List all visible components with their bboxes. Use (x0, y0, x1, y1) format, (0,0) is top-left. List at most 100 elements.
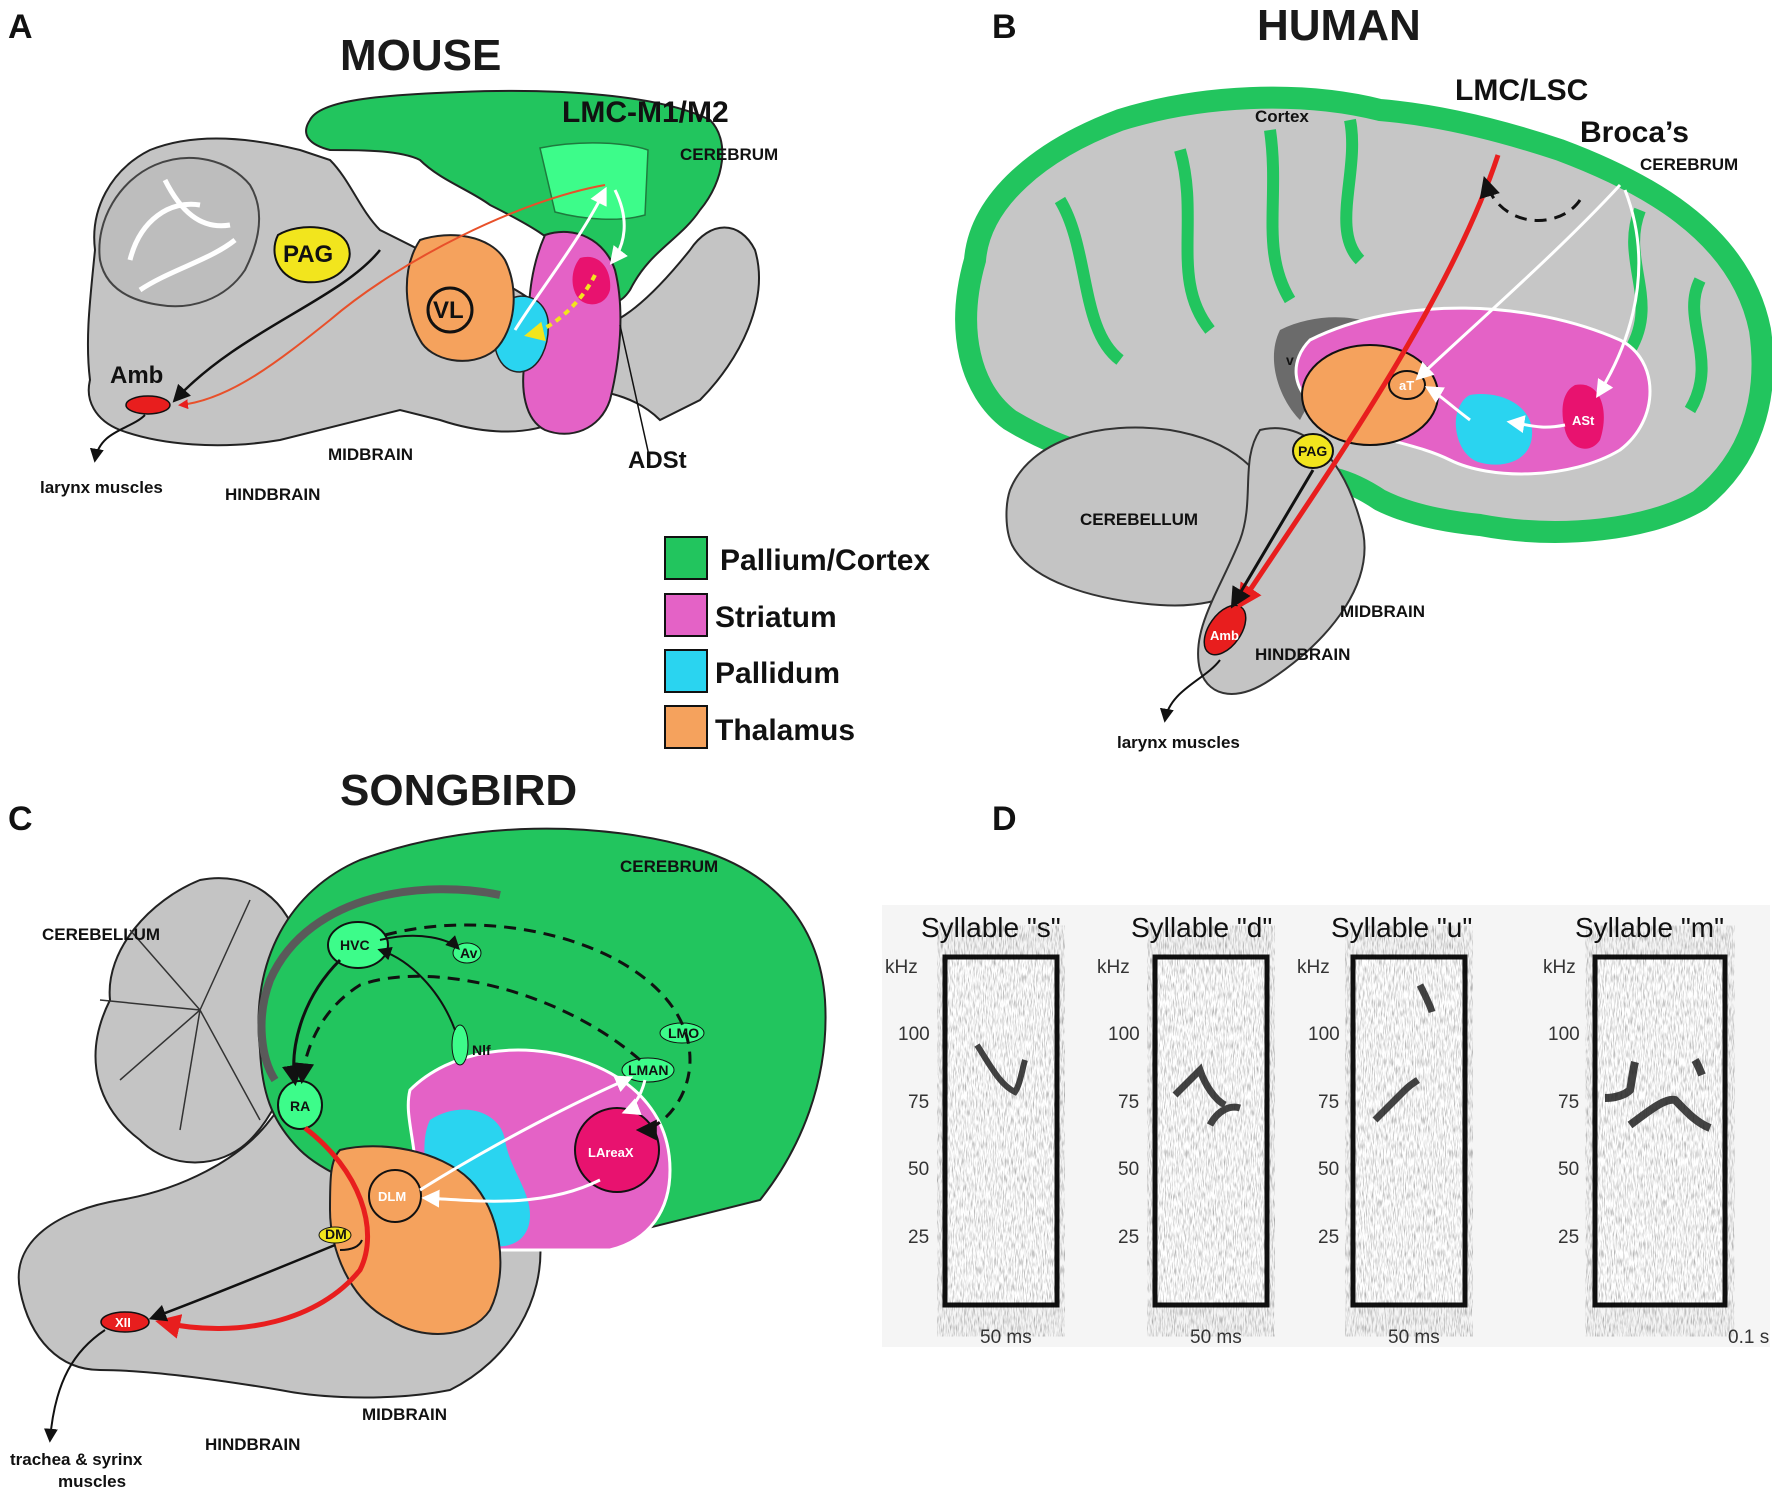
human-at-label: aT (1399, 378, 1414, 393)
spectrogram-d-syllable (1172, 1063, 1242, 1127)
human-midbrain-label: MIDBRAIN (1340, 602, 1425, 621)
legend-swatch-pallium (664, 536, 708, 580)
panel-d: D Syllable "s" kHz 100 75 50 25 50 ms Sy… (882, 800, 1770, 1348)
legend-swatch-thalamus (664, 705, 708, 749)
mouse-vl-nucleus (426, 286, 474, 334)
human-pallidum-to-at-path (1424, 386, 1471, 422)
human-broca-lmc-dashed-path (1479, 175, 1582, 222)
panel-letter-a: A (8, 8, 33, 46)
panel-b: B HUMAN v ASt aT PAG Amb (955, 1, 1772, 752)
bird-trachea-label-line1: trachea & syrinx (10, 1450, 143, 1469)
human-cortical-folds (1054, 118, 1708, 414)
panel-b-title: HUMAN (1257, 1, 1421, 50)
legend: Pallium/Cortex Striatum Pallidum Thalamu… (664, 536, 930, 749)
bird-xii-label: XII (115, 1315, 131, 1330)
bird-dlm-nucleus (368, 1169, 422, 1223)
spectrogram-m-syllable (1604, 1057, 1712, 1132)
mouse-hindbrain-label: HINDBRAIN (225, 485, 320, 504)
panel-c-title: SONGBIRD (340, 766, 577, 815)
spectrogram-u: Syllable "u" kHz 100 75 50 25 50 ms (1297, 912, 1472, 1348)
mouse-vl-label: VL (433, 297, 464, 324)
mouse-amb-nucleus (125, 395, 171, 415)
legend-swatch-striatum (664, 593, 708, 637)
mouse-pag-label: PAG (283, 241, 333, 268)
spectrogram-u-tick-75: 75 (1318, 1092, 1339, 1113)
human-broca-to-at-path (1415, 183, 1622, 381)
mouse-lmc-label: LMC-M1/M2 (562, 96, 729, 129)
human-cerebrum-label: CEREBRUM (1640, 155, 1738, 174)
spectrogram-s-title: Syllable "s" (921, 912, 1061, 943)
spectrogram-d-scale: 50 ms (1190, 1327, 1242, 1348)
mouse-amb-label: Amb (110, 362, 163, 389)
spectrogram-u-tick-25: 25 (1318, 1227, 1339, 1248)
spectrogram-s-unit: kHz (885, 957, 918, 978)
spectrogram-s: Syllable "s" kHz 100 75 50 25 50 ms (885, 912, 1061, 1348)
legend-label-pallium: Pallium/Cortex (720, 544, 930, 577)
bird-cerebrum-label: CEREBRUM (620, 857, 718, 876)
human-hindbrain-label: HINDBRAIN (1255, 645, 1350, 664)
bird-av-nucleus (452, 942, 482, 964)
bird-lman-label: LMAN (628, 1062, 668, 1078)
bird-dm-nucleus (318, 1226, 352, 1244)
mouse-cerebrum-label: CEREBRUM (680, 145, 778, 164)
human-pag-to-amb-path (1230, 469, 1315, 609)
spectrogram-m-tick-25: 25 (1558, 1227, 1579, 1248)
bird-ra-label: RA (290, 1098, 310, 1114)
spectrogram-d-noise (1158, 960, 1264, 1302)
panel-letter-d: D (992, 800, 1017, 838)
bird-dlm-to-lman-path (419, 1075, 634, 1192)
human-ast-label: ASt (1572, 413, 1595, 428)
bird-hvc-label: HVC (340, 937, 370, 953)
spectrogram-s-tick-50: 50 (908, 1159, 929, 1180)
human-broca-label: Broca’s (1580, 116, 1689, 149)
spectrogram-s-tick-25: 25 (908, 1227, 929, 1248)
human-ast-to-pallidum-path (1506, 415, 1566, 434)
mouse-adst-label: ADSt (628, 447, 687, 474)
spectrogram-s-scale: 50 ms (980, 1327, 1032, 1348)
mouse-adst (572, 256, 611, 305)
human-cortex-label: Cortex (1255, 107, 1309, 126)
bird-cerebellum-folia (99, 899, 261, 1131)
bird-ra-to-xii-path (155, 1126, 370, 1339)
bird-lamina (257, 885, 501, 1083)
spectrogram-m-title: Syllable "m" (1575, 912, 1724, 943)
bird-nif-nucleus (451, 1024, 469, 1066)
spectrogram-m-tick-100: 100 (1548, 1024, 1580, 1045)
human-ast (1562, 384, 1604, 449)
spectrogram-s-syllable (974, 1043, 1028, 1096)
spectrogram-u-scale: 50 ms (1388, 1327, 1440, 1348)
bird-xii-nucleus (100, 1311, 150, 1333)
spectrogram-d: Syllable "d" kHz 100 75 50 25 50 ms (1097, 912, 1272, 1348)
human-amb-label: Amb (1210, 628, 1239, 643)
spectrogram-u-syllable (1372, 983, 1436, 1123)
bird-midbrain-label: MIDBRAIN (362, 1405, 447, 1424)
panel-letter-b: B (992, 8, 1017, 46)
panel-a-title: MOUSE (340, 31, 501, 80)
spectrogram-s-noise (948, 960, 1054, 1302)
mouse-adst-pointer (619, 324, 651, 461)
bird-lareax-to-dlm-path (421, 1178, 601, 1208)
spectrogram-d-tick-50: 50 (1118, 1159, 1139, 1180)
spectrogram-u-title: Syllable "u" (1331, 912, 1472, 943)
bird-dm-to-xii-path (148, 1243, 336, 1322)
bird-nif-label: Nlf (472, 1042, 491, 1058)
bird-trachea-label-line2: muscles (58, 1472, 126, 1491)
bird-lman-nucleus (621, 1057, 675, 1083)
bird-lareax-label: LAreaX (588, 1145, 634, 1160)
mouse-lmc-to-adst-path (609, 189, 628, 265)
mouse-cerebellum (98, 157, 261, 308)
mouse-vl-to-lmc-path (513, 186, 607, 331)
spectrogram-s-tick-75: 75 (908, 1092, 929, 1113)
legend-label-thalamus: Thalamus (715, 714, 855, 747)
human-ventricle-label: v (1286, 352, 1294, 368)
human-broca-to-ast-path (1596, 189, 1641, 399)
panel-a: A MOUSE VL PAG Amb LMC-M1/M2 (8, 8, 778, 504)
panel-c: C SONGBIRD LAreaX DLM HVC RA Av Nlf LMO (8, 766, 827, 1491)
human-lmc-label: LMC/LSC (1455, 74, 1588, 107)
human-lmc-to-amb-path (1237, 154, 1501, 610)
human-larynx-label: larynx muscles (1117, 733, 1240, 752)
bird-hvc-nucleus (327, 921, 389, 969)
bird-nif-to-hvc-path (377, 946, 456, 1031)
spectrogram-m-tick-75: 75 (1558, 1092, 1579, 1113)
